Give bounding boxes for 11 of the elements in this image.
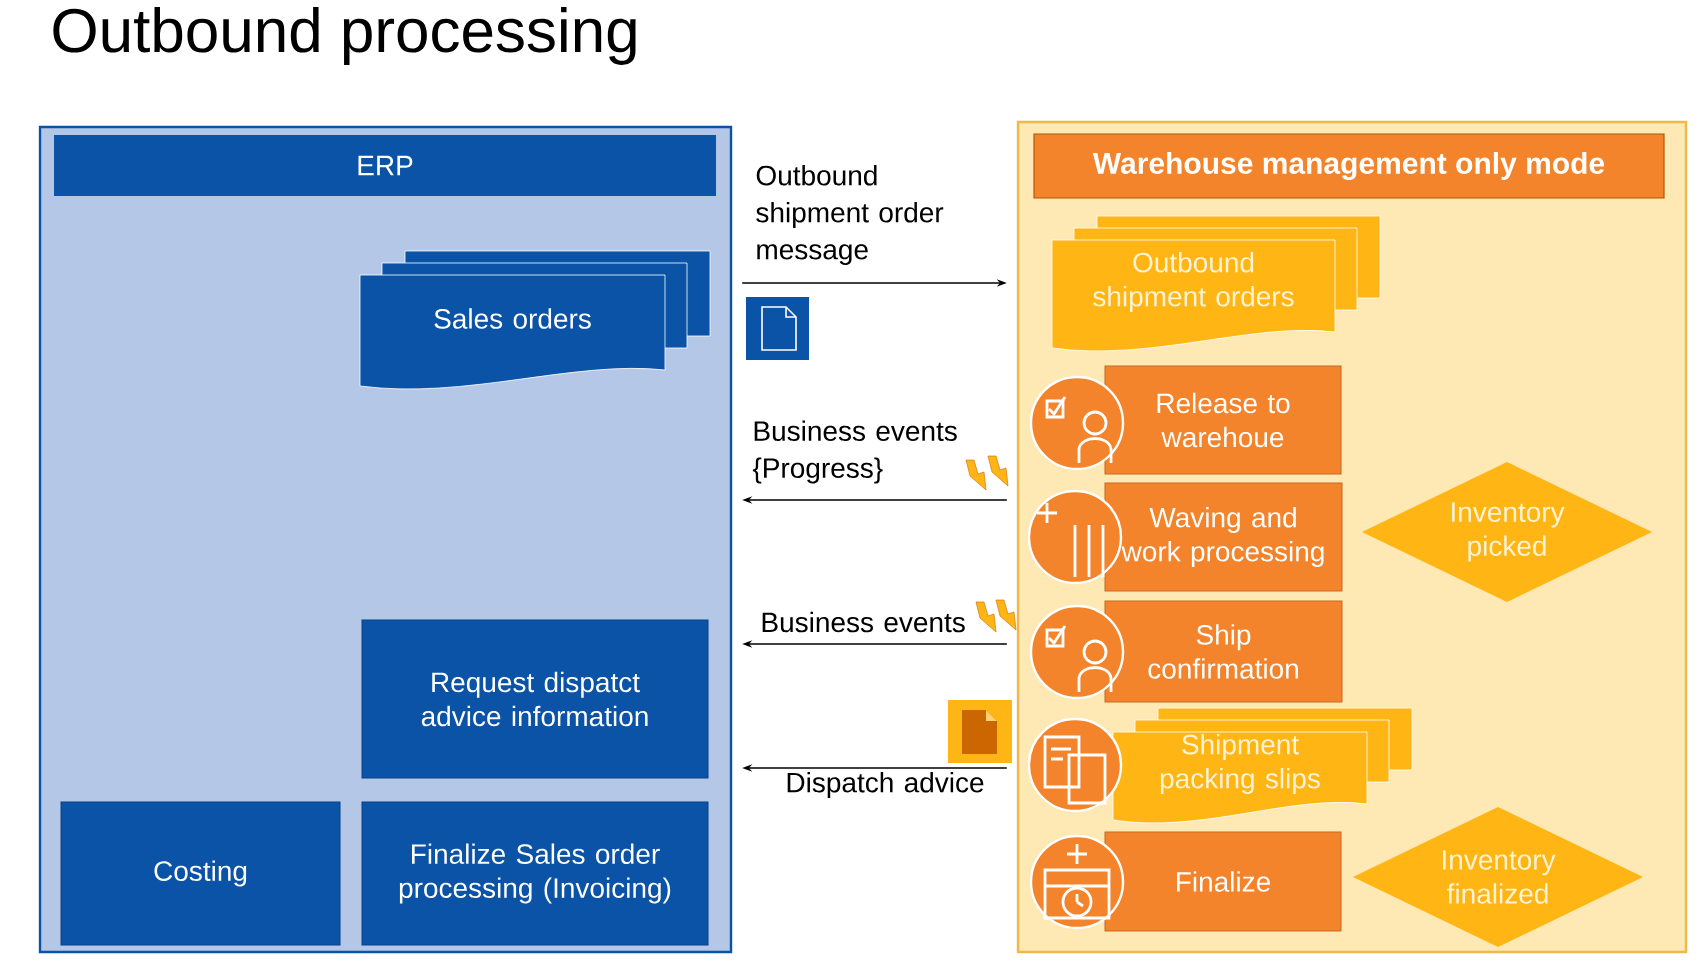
edge-label: Dispatch advice: [787, 771, 984, 799]
process-box: Costing: [60, 801, 341, 946]
process-box: Request dispatct advice information: [361, 619, 709, 779]
edge-label: Business events: [762, 611, 965, 633]
process-box: Finalize Sales order processing (Invoicing): [361, 801, 709, 946]
document-stack: Outbound shipment orders: [1051, 215, 1381, 352]
document-stack: Sales orders: [359, 250, 711, 390]
edge-label: Business events {Progress}: [752, 420, 957, 484]
edge-label: Outbound shipment order message: [756, 164, 944, 266]
title: Outbound processing: [53, 7, 636, 65]
document-stack: Shipment packing slips: [1112, 707, 1413, 824]
